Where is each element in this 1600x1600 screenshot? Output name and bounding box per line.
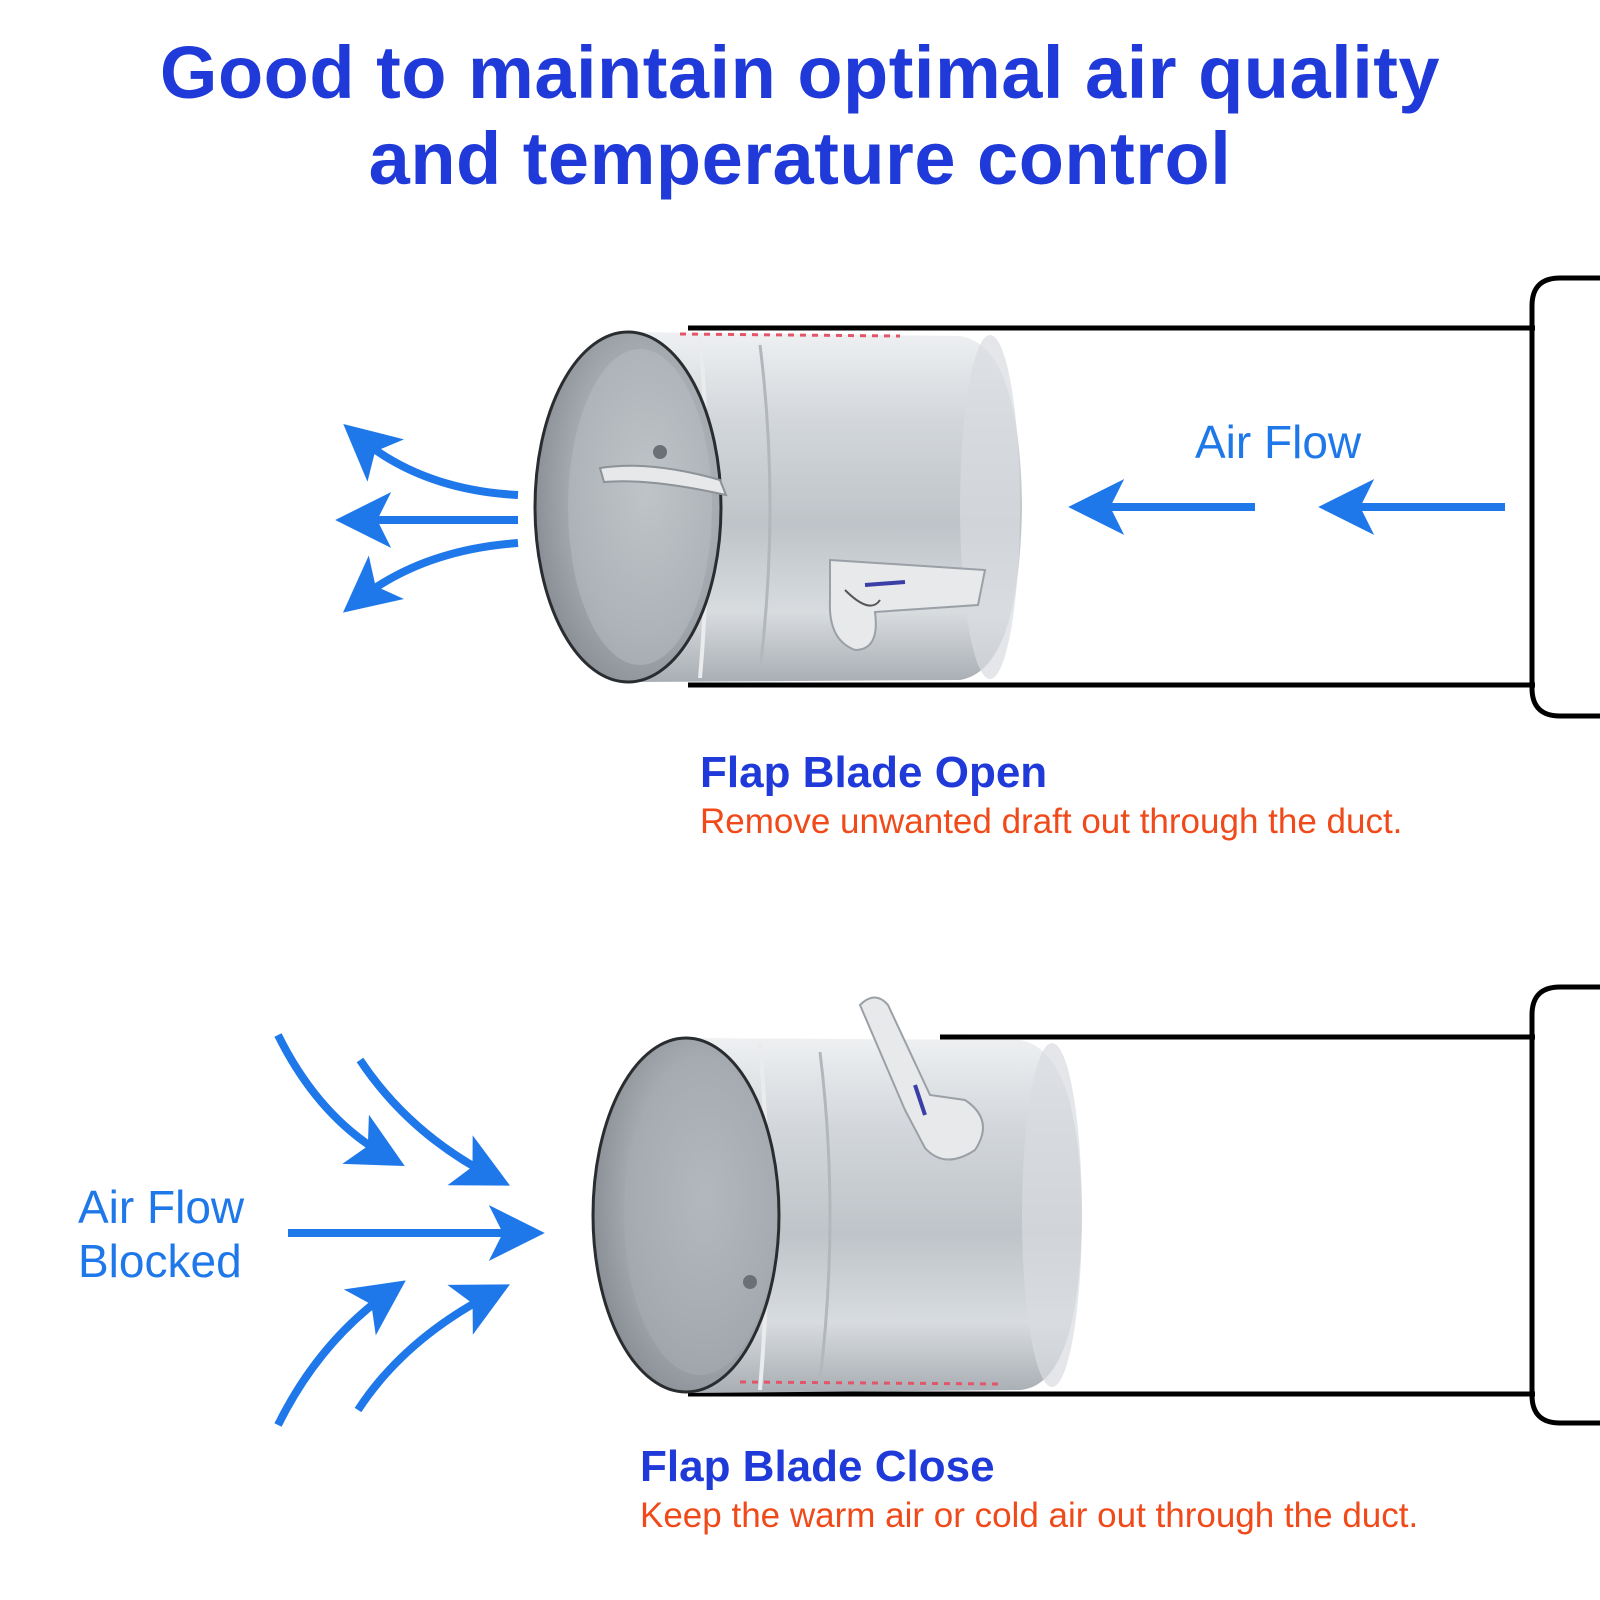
title-line-1: Good to maintain optimal air quality bbox=[159, 31, 1441, 114]
closed-caption-desc: Keep the warm air or cold air out throug… bbox=[640, 1496, 1419, 1535]
blocked-arrow-4 bbox=[274, 1280, 406, 1427]
closed-duct-outline bbox=[688, 984, 1600, 1426]
open-caption-desc: Remove unwanted draft out through the du… bbox=[700, 802, 1403, 841]
outlet-arrow-down bbox=[342, 539, 519, 613]
air-flow-blocked-line-1: Air Flow bbox=[78, 1181, 245, 1233]
page-title: Good to maintain optimal air quality and… bbox=[0, 30, 1600, 202]
blocked-arrow-5 bbox=[354, 1284, 510, 1413]
blocked-arrow-1 bbox=[274, 1033, 405, 1167]
closed-damper-body bbox=[591, 996, 1082, 1394]
blocked-arrow-2 bbox=[356, 1057, 510, 1186]
closed-inflow-arrows bbox=[274, 1033, 545, 1427]
air-flow-blocked-line-2: Blocked bbox=[78, 1235, 242, 1287]
air-flow-label: Air Flow bbox=[1195, 416, 1362, 468]
open-outlet-arrows bbox=[335, 424, 519, 613]
closed-damper-group bbox=[274, 984, 1600, 1427]
air-flow-blocked-label: Air Flow Blocked bbox=[78, 1180, 244, 1288]
closed-caption-title: Flap Blade Close bbox=[640, 1442, 995, 1491]
outlet-arrow-up bbox=[343, 424, 519, 499]
open-damper-body bbox=[533, 330, 1022, 684]
open-damper-group bbox=[335, 275, 1600, 719]
title-line-2: and temperature control bbox=[368, 117, 1232, 200]
open-duct-outline bbox=[688, 275, 1600, 719]
open-caption-title: Flap Blade Open bbox=[700, 748, 1048, 797]
